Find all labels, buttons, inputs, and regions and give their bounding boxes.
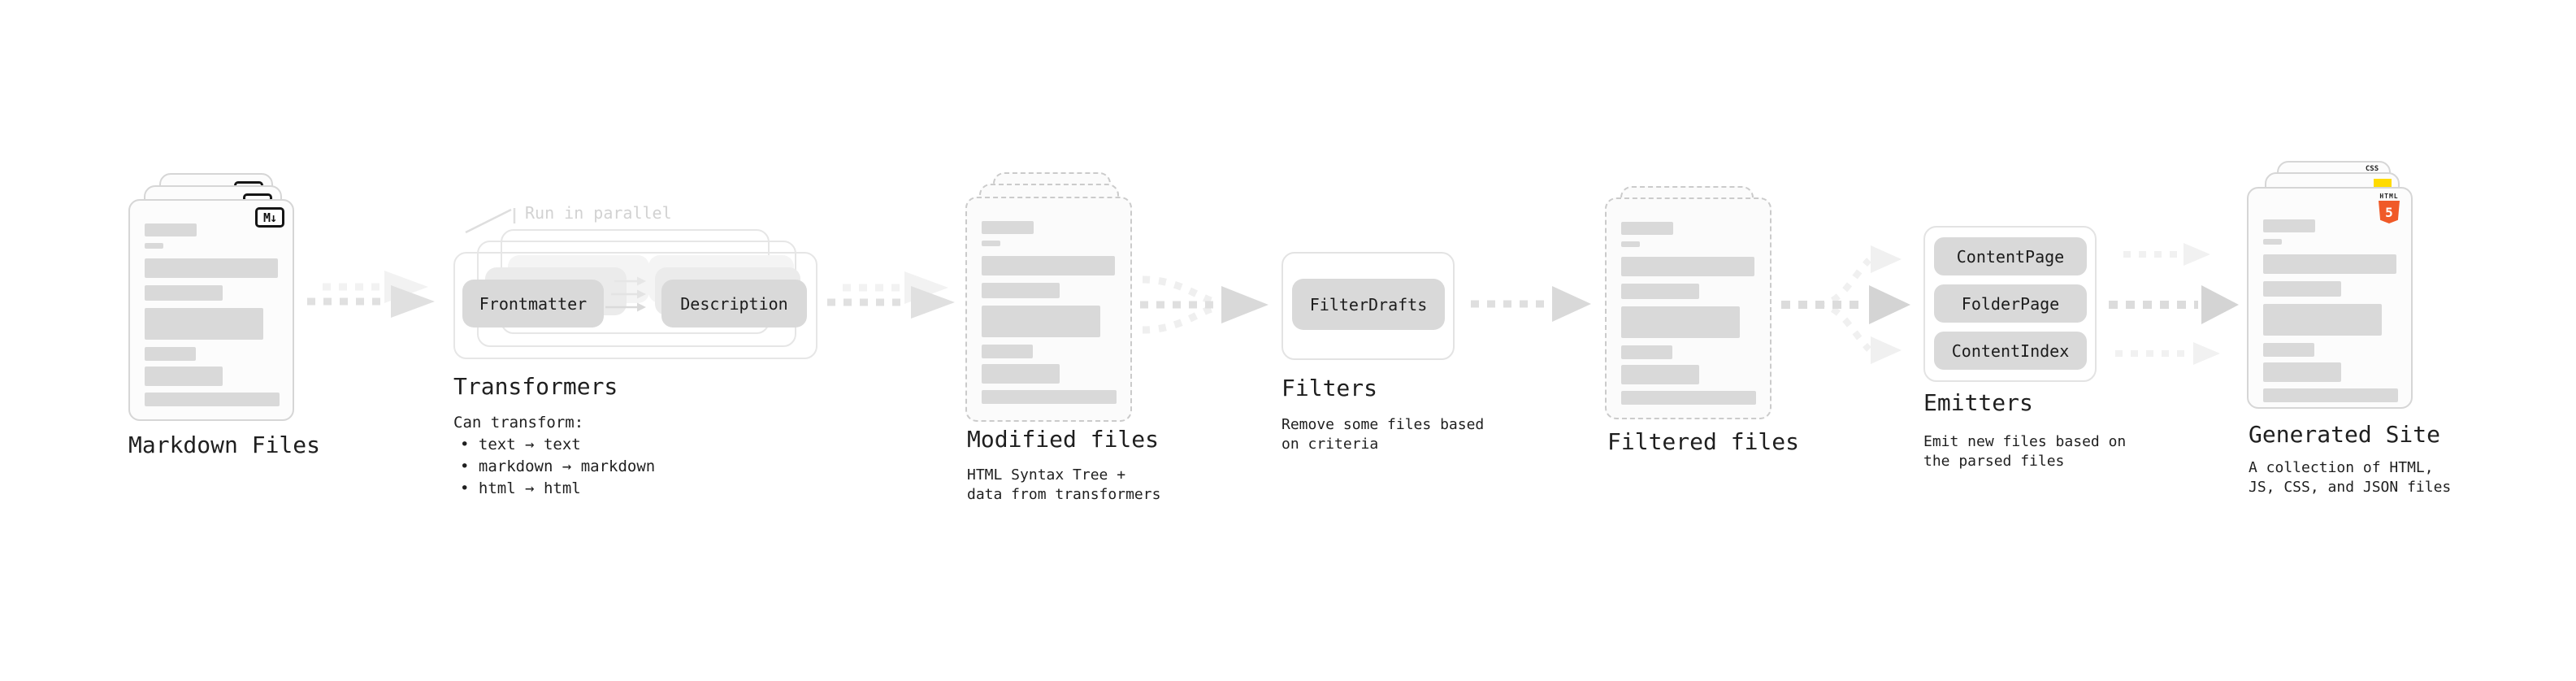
arrow-modified-to-filters bbox=[1140, 275, 1268, 334]
arrow-dark-copy bbox=[307, 285, 435, 318]
css-badge-text: CSS bbox=[2365, 165, 2379, 173]
filters-desc-line2: on criteria bbox=[1281, 436, 1379, 453]
filterdrafts-node: FilterDrafts bbox=[1292, 279, 1445, 330]
contentpage-label: ContentPage bbox=[1956, 246, 2065, 267]
transformers-heading: Transformers bbox=[453, 373, 618, 400]
generated-site-label: Generated Site bbox=[2249, 421, 2441, 448]
transformers-desc-item: • markdown → markdown bbox=[460, 458, 656, 475]
run-in-parallel-callout-line bbox=[465, 208, 516, 234]
transformer-box-front bbox=[453, 252, 817, 359]
markdown-files-label: Markdown Files bbox=[128, 432, 321, 458]
emitters-desc-line1: Emit new files based on bbox=[1923, 433, 2127, 450]
arrow-transformers-to-modified bbox=[827, 271, 955, 319]
js-logo-icon bbox=[2374, 179, 2392, 189]
emitters-heading: Emitters bbox=[1923, 389, 2033, 416]
folderpage-node: FolderPage bbox=[1934, 284, 2087, 323]
folderpage-label: FolderPage bbox=[1961, 293, 2060, 314]
html5-shield: 5 bbox=[2379, 201, 2400, 223]
markdown-icon: M↓ bbox=[255, 207, 284, 228]
generated-site-desc-line2: JS, CSS, and JSON files bbox=[2249, 479, 2452, 496]
modified-files-desc-line1: HTML Syntax Tree + bbox=[967, 466, 1126, 484]
filtered-files-label: Filtered files bbox=[1607, 428, 1800, 455]
doc-content-bars bbox=[145, 223, 280, 406]
arrow-emitters-to-generated bbox=[2109, 243, 2239, 365]
frontmatter-label: Frontmatter bbox=[479, 293, 588, 314]
filters-heading: Filters bbox=[1281, 375, 1378, 401]
emitters-desc-line2: the parsed files bbox=[1923, 453, 2065, 470]
contentpage-node: ContentPage bbox=[1934, 237, 2087, 275]
arrow-dark-copy bbox=[827, 286, 955, 319]
document-front-html: HTML 5 bbox=[2247, 187, 2413, 409]
generated-site-desc-line1: A collection of HTML, bbox=[2249, 459, 2434, 476]
html5-logo-icon: HTML 5 bbox=[2377, 193, 2401, 223]
document-front: M↓ bbox=[128, 199, 294, 421]
filterdrafts-label: FilterDrafts bbox=[1309, 294, 1428, 314]
description-label: Description bbox=[680, 293, 788, 314]
document-front bbox=[965, 197, 1132, 422]
run-in-parallel-annotation: Run in parallel bbox=[525, 203, 672, 223]
modified-files-label: Modified files bbox=[967, 426, 1160, 453]
frontmatter-node: Frontmatter bbox=[462, 280, 604, 327]
transformers-desc-item: • text → text bbox=[460, 436, 581, 453]
doc-content-bars bbox=[1621, 222, 1756, 405]
contentindex-node: ContentIndex bbox=[1934, 332, 2087, 370]
parallel-flow-arrows bbox=[605, 276, 646, 312]
contentindex-label: ContentIndex bbox=[1951, 340, 2070, 361]
html5-word: HTML bbox=[2379, 193, 2399, 200]
transformers-desc-title: Can transform: bbox=[453, 414, 584, 432]
transformers-desc-item: • html → html bbox=[460, 479, 581, 497]
modified-files-desc-line2: data from transformers bbox=[967, 486, 1161, 503]
description-node: Description bbox=[661, 280, 807, 327]
doc-content-bars bbox=[982, 221, 1117, 404]
filters-desc-line1: Remove some files based bbox=[1281, 416, 1485, 433]
arrow-markdown-to-transformers bbox=[307, 271, 435, 318]
arrow-filtered-to-emitters bbox=[1781, 245, 1910, 364]
doc-content-bars bbox=[2263, 219, 2398, 402]
arrow-filters-to-filtered bbox=[1471, 286, 1591, 322]
document-front bbox=[1605, 197, 1772, 419]
